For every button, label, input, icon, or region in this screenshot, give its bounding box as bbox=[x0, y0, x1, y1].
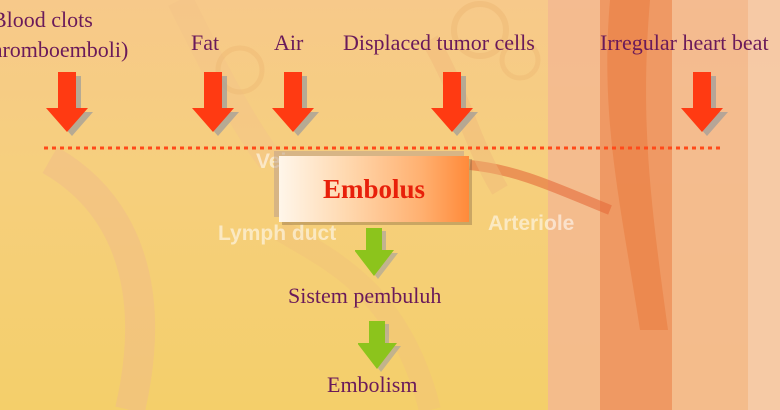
cause-label-tumor-cells: Displaced tumor cells bbox=[343, 30, 535, 55]
lymph-duct-bg-label: Lymph duct bbox=[218, 222, 337, 245]
step-label-sistem-pembuluh: Sistem pembuluh bbox=[288, 283, 442, 308]
dotted-divider-line bbox=[44, 146, 722, 150]
embolus-box: Embolus bbox=[279, 156, 469, 222]
embolus-label: Embolus bbox=[322, 173, 426, 204]
cause-arrow-fat bbox=[192, 72, 239, 136]
cause-arrow-heart-beat bbox=[681, 72, 728, 136]
cause-label-thromboemboli: (thromboemboli) bbox=[0, 37, 129, 62]
cause-label-blood-clots: Blood clots bbox=[0, 7, 93, 32]
cause-label-heart-beat: Irregular heart beat bbox=[600, 30, 769, 55]
cause-arrow-tumor-cells bbox=[431, 72, 478, 136]
cause-arrow-air bbox=[272, 72, 319, 136]
arteriole-bg-label: Arteriole bbox=[488, 212, 575, 235]
cause-label-air: Air bbox=[274, 30, 304, 55]
step-label-embolism: Embolism bbox=[327, 372, 418, 397]
cause-arrow-blood-clots bbox=[46, 72, 93, 136]
flow-arrow-2 bbox=[358, 321, 401, 372]
cause-label-fat: Fat bbox=[191, 30, 220, 55]
flow-arrow-1 bbox=[355, 228, 398, 279]
